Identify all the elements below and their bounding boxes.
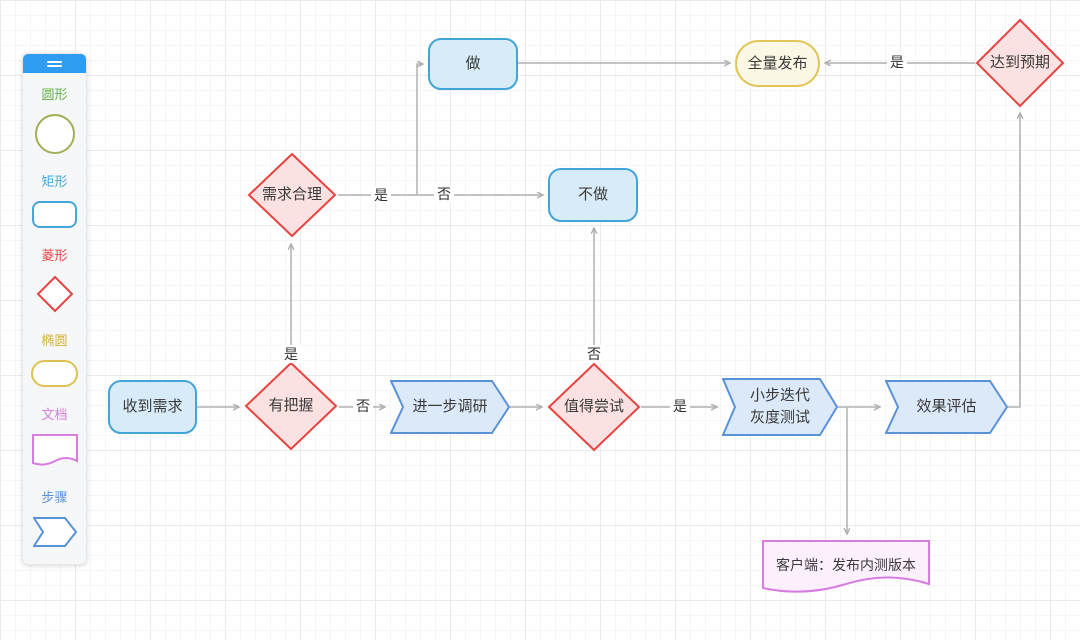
shape-palette: 圆形 矩形 菱形 椭圆 文档 (22, 53, 87, 565)
step-shape-tool[interactable] (32, 517, 77, 547)
node-release[interactable]: 全量发布 (735, 40, 820, 87)
node-confident[interactable]: 有把握 (244, 361, 338, 451)
document-shape (762, 540, 930, 593)
circle-shape-tool[interactable] (34, 114, 75, 154)
node-worth[interactable]: 值得尝试 (547, 362, 641, 452)
palette-item-label: 菱形 (41, 248, 68, 263)
edge-label-worth-yes: 是 (670, 397, 690, 415)
diamond-shape (975, 18, 1065, 108)
document-icon (31, 434, 78, 466)
node-do[interactable]: 做 (428, 38, 518, 90)
edge-label-confident-no: 否 (353, 397, 373, 415)
node-label: 达到预期 (989, 54, 1050, 72)
palette-header (23, 54, 86, 73)
diamond-shape (247, 152, 337, 238)
node-label: 收到需求 (122, 398, 183, 416)
palette-item-label: 矩形 (41, 174, 68, 189)
node-iterate[interactable]: 小步迭代 灰度测试 (722, 378, 838, 436)
palette-item-document: 文档 (31, 404, 78, 470)
edge-label-expected-yes: 是 (887, 53, 907, 71)
node-label: 做 (465, 55, 481, 73)
node-label: 小步迭代 灰度测试 (749, 387, 810, 426)
palette-item-label: 文档 (41, 407, 68, 422)
node-expected[interactable]: 达到预期 (975, 18, 1065, 108)
palette-item-circle: 圆形 (34, 84, 75, 154)
palette-item-step: 步骤 (32, 487, 77, 547)
diamond-shape (244, 361, 338, 451)
step-icon (32, 517, 77, 547)
edge-label-reasonable-no: 否 (434, 185, 454, 203)
menu-icon[interactable] (47, 60, 62, 67)
diamond-shape-tool[interactable] (36, 275, 74, 313)
edge-label-worth-no: 否 (584, 345, 604, 363)
step-shape (390, 380, 510, 434)
palette-item-diamond: 菱形 (36, 245, 74, 313)
node-label: 值得尝试 (563, 398, 624, 416)
rect-shape-tool[interactable] (32, 201, 77, 228)
node-label: 不做 (577, 186, 608, 204)
node-receive[interactable]: 收到需求 (108, 380, 197, 434)
node-label: 需求合理 (261, 186, 322, 204)
step-shape (885, 380, 1008, 434)
edge-label-reasonable-yes: 是 (371, 186, 391, 204)
node-label: 客户端：发布内测版本 (776, 556, 916, 573)
step-shape (722, 378, 838, 436)
node-dont[interactable]: 不做 (548, 168, 638, 222)
node-label: 进一步调研 (412, 398, 488, 416)
node-client[interactable]: 客户端：发布内测版本 (762, 540, 930, 598)
palette-item-label: 椭圆 (41, 333, 68, 348)
node-label: 效果评估 (916, 398, 977, 416)
node-label: 全量发布 (747, 54, 808, 72)
edge-reasonable-do[interactable] (416, 64, 423, 195)
palette-item-rect: 矩形 (32, 171, 77, 228)
document-shape-tool[interactable] (31, 434, 78, 470)
ellipse-shape-tool[interactable] (31, 360, 78, 387)
palette-body: 圆形 矩形 菱形 椭圆 文档 (23, 73, 86, 564)
diamond-shape (547, 362, 641, 452)
palette-item-label: 步骤 (41, 490, 68, 505)
diamond-icon (36, 275, 73, 313)
node-evaluate[interactable]: 效果评估 (885, 380, 1008, 434)
edge-evaluate-expected[interactable] (1008, 113, 1020, 408)
palette-item-label: 圆形 (41, 87, 68, 102)
node-reasonable[interactable]: 需求合理 (247, 152, 337, 238)
node-research[interactable]: 进一步调研 (390, 380, 510, 434)
edge-label-confident-yes: 是 (281, 345, 301, 363)
palette-item-ellipse: 椭圆 (31, 330, 78, 387)
node-label: 有把握 (268, 397, 314, 415)
